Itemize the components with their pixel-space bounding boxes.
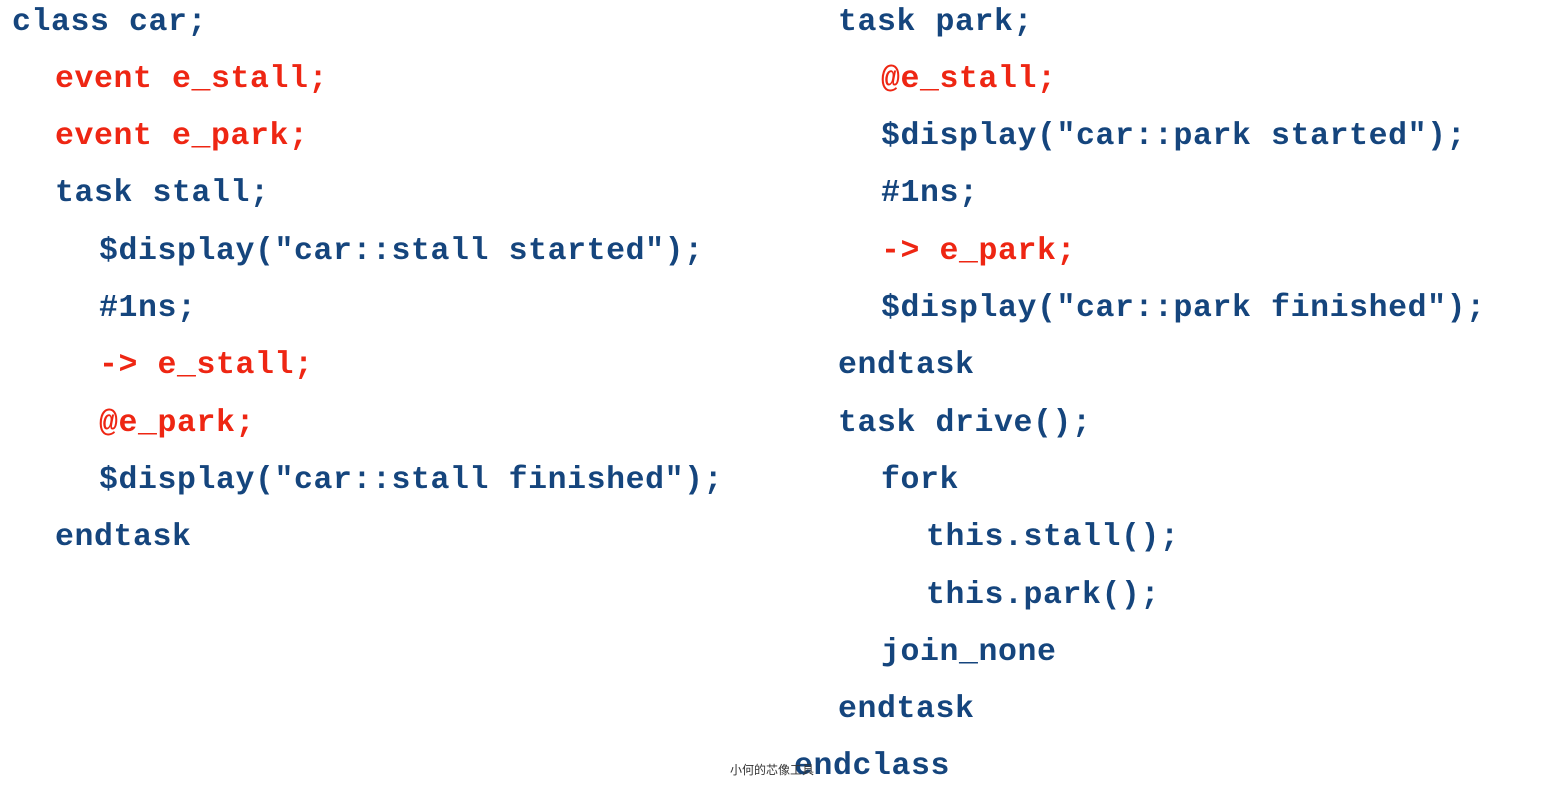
code-line-stall-delay: #1ns; (99, 291, 197, 326)
code-line-park-display-started: $display("car::park started"); (881, 119, 1467, 154)
code-line-task-drive: task drive(); (838, 406, 1092, 441)
code-line-class-car: class car; (12, 5, 208, 40)
watermark-text: 小何的芯像工具 (730, 763, 815, 777)
code-line-park-display-finished: $display("car::park finished"); (881, 291, 1486, 326)
code-line-event-e-park: event e_park; (55, 119, 309, 154)
code-line-event-e-stall: event e_stall; (55, 62, 329, 97)
code-line-drive-endtask: endtask (838, 692, 975, 727)
code-line-park-endtask: endtask (838, 348, 975, 383)
code-line-call-stall: this.stall(); (926, 520, 1180, 555)
code-line-join-none: join_none (881, 635, 1057, 670)
code-line-trigger-e-stall: -> e_stall; (99, 348, 314, 383)
code-line-task-stall: task stall; (55, 176, 270, 211)
code-line-stall-display-started: $display("car::stall started"); (99, 234, 704, 269)
code-line-park-delay: #1ns; (881, 176, 979, 211)
code-line-task-park: task park; (838, 5, 1034, 40)
code-line-fork: fork (881, 463, 960, 498)
code-line-stall-display-finished: $display("car::stall finished"); (99, 463, 724, 498)
code-line-wait-e-stall: @e_stall; (881, 62, 1057, 97)
code-line-wait-e-park: @e_park; (99, 406, 256, 441)
code-line-stall-endtask: endtask (55, 520, 192, 555)
code-line-call-park: this.park(); (926, 578, 1161, 613)
code-line-endclass: endclass (794, 749, 951, 784)
code-line-trigger-e-park: -> e_park; (881, 234, 1077, 269)
